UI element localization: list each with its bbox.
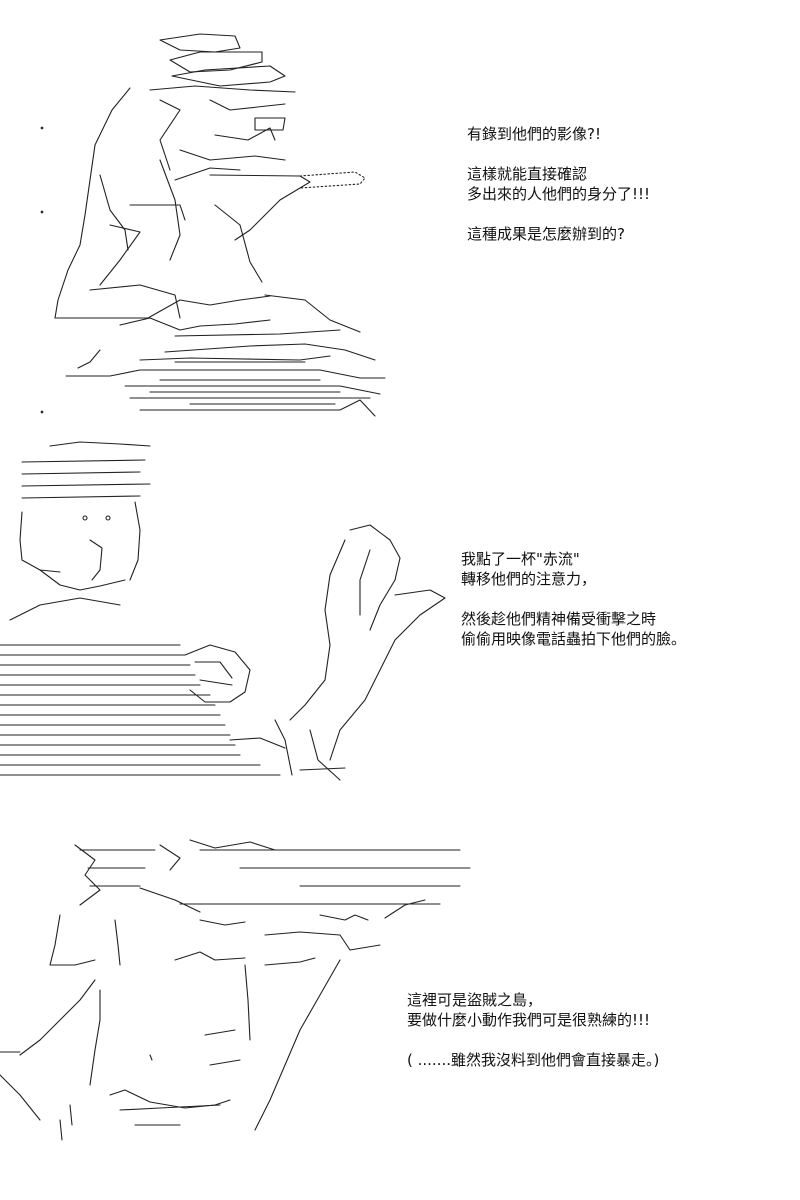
panel-2: 我點了一杯"赤流" 轉移他們的注意力， 然後趁他們精神備受衝擊之時 偷偷用映像電… bbox=[0, 430, 800, 800]
caption-line: 這裡可是盜賊之島， bbox=[407, 991, 543, 1009]
panel-3: 這裡可是盜賊之島， 要做什麼小動作我們可是很熟練的!!! ( .......雖然… bbox=[0, 820, 800, 1200]
caption-3: 這裡可是盜賊之島， 要做什麼小動作我們可是很熟練的!!! ( .......雖然… bbox=[407, 990, 659, 1070]
ascii-art-figure-and-hand bbox=[0, 430, 460, 800]
caption-line: 我點了一杯"赤流" bbox=[461, 550, 580, 568]
caption-line: 多出來的人他們的身分了!!! bbox=[467, 185, 651, 203]
caption-line-blank bbox=[467, 144, 650, 164]
panel-1: 有錄到他們的影像?! 這樣就能直接確認 多出來的人他們的身分了!!! 這種成果是… bbox=[0, 0, 800, 430]
caption-line: 轉移他們的注意力， bbox=[461, 570, 597, 588]
caption-line: 然後趁他們精神備受衝擊之時 bbox=[461, 610, 657, 628]
ascii-art-seated-figure-with-drink bbox=[0, 0, 420, 430]
ascii-art-grinning-figure bbox=[0, 820, 480, 1200]
caption-2: 我點了一杯"赤流" 轉移他們的注意力， 然後趁他們精神備受衝擊之時 偷偷用映像電… bbox=[461, 549, 686, 649]
caption-line: 這樣就能直接確認 bbox=[467, 165, 588, 183]
caption-line: 有錄到他們的影像?! bbox=[467, 125, 601, 143]
caption-line: ( .......雖然我沒料到他們會直接暴走。) bbox=[407, 1051, 660, 1069]
caption-line: 這種成果是怎麼辦到的? bbox=[467, 225, 625, 243]
caption-line-blank bbox=[407, 1030, 659, 1050]
caption-1: 有錄到他們的影像?! 這樣就能直接確認 多出來的人他們的身分了!!! 這種成果是… bbox=[467, 124, 650, 244]
caption-line-blank bbox=[461, 589, 686, 609]
caption-line: 偷偷用映像電話蟲拍下他們的臉。 bbox=[461, 630, 687, 648]
caption-line-blank bbox=[467, 204, 650, 224]
caption-line: 要做什麼小動作我們可是很熟練的!!! bbox=[407, 1011, 651, 1029]
